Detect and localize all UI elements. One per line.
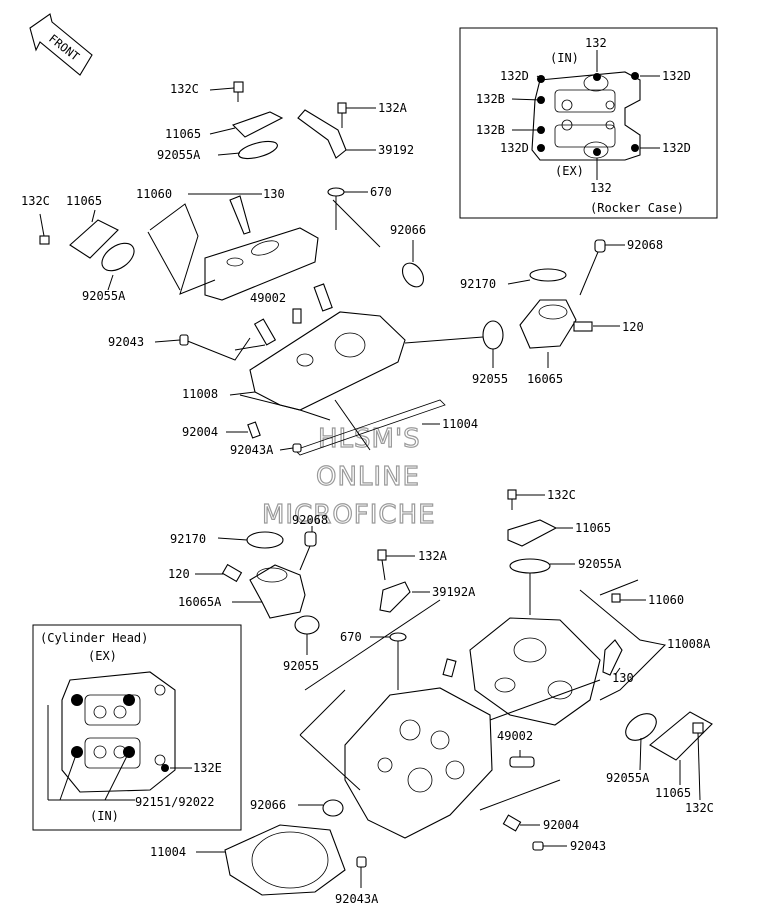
rear-head-assembly: 132C 11065 92055A 132A 39192 11060 130 6… — [21, 81, 663, 457]
rear-670: 670 — [370, 185, 392, 199]
rocker-132b-left-1: 132B — [476, 92, 505, 106]
front-92068: 92068 — [292, 513, 328, 527]
rear-92055: 92055 — [472, 372, 508, 386]
watermark: HLSM'S ONLINE MICROFICHE — [261, 423, 436, 530]
rear-92055a-top: 92055A — [157, 148, 201, 162]
front-11008a: 11008A — [667, 637, 711, 651]
rear-92055a-left: 92055A — [82, 289, 126, 303]
head-inset-ex: (EX) — [88, 649, 117, 663]
watermark-line2: ONLINE — [316, 462, 420, 492]
rear-11065-left: 11065 — [66, 194, 102, 208]
front-92055a-bot: 92055A — [606, 771, 650, 785]
head-inset-in: (IN) — [90, 809, 119, 823]
rear-11004: 11004 — [442, 417, 478, 431]
front-132c-top: 132C — [547, 488, 576, 502]
rear-130: 130 — [263, 187, 285, 201]
watermark-line3: MICROFICHE — [262, 500, 436, 530]
front-11065-top: 11065 — [575, 521, 611, 535]
rear-132a: 132A — [378, 101, 408, 115]
rear-39192: 39192 — [378, 143, 414, 157]
front-base-gasket-shape — [224, 824, 346, 896]
front-92043: 92043 — [570, 839, 606, 853]
rocker-132d-right-1: 132D — [662, 69, 691, 83]
front-rocker-case-shape — [469, 617, 601, 726]
rear-11065-top: 11065 — [165, 127, 201, 141]
front-49002: 49002 — [497, 729, 533, 743]
front-11060: 11060 — [648, 593, 684, 607]
head-inset-92151: 92151/92022 — [135, 795, 214, 809]
front-arrow-icon: FRONT — [29, 13, 93, 76]
rear-11060: 11060 — [136, 187, 172, 201]
front-cylinder-head-shape — [344, 687, 493, 839]
head-inset-title: (Cylinder Head) — [40, 631, 148, 645]
front-92043a: 92043A — [335, 892, 379, 906]
rocker-132d-right-2: 132D — [662, 141, 691, 155]
rocker-132d-left-1: 132D — [500, 69, 529, 83]
rocker-132b-left-2: 132B — [476, 123, 505, 137]
rocker-in-label: (IN) — [550, 51, 579, 65]
front-16065a: 16065A — [178, 595, 222, 609]
rocker-132-bottom: 132 — [590, 181, 612, 195]
front-39192a: 39192A — [432, 585, 476, 599]
rear-92066: 92066 — [390, 223, 426, 237]
front-head-assembly: 132C 11065 92170 92068 132A 92055A 120 3… — [150, 488, 714, 906]
rear-11008: 11008 — [182, 387, 218, 401]
rocker-132-top: 132 — [585, 36, 607, 50]
rear-92004: 92004 — [182, 425, 218, 439]
rear-132c-top: 132C — [170, 82, 199, 96]
rocker-ex-label: (EX) — [555, 164, 584, 178]
front-92170: 92170 — [170, 532, 206, 546]
front-92055a-top: 92055A — [578, 557, 622, 571]
front-92004: 92004 — [543, 818, 579, 832]
rear-92170: 92170 — [460, 277, 496, 291]
rear-132c-left: 132C — [21, 194, 50, 208]
front-132c-bot: 132C — [685, 801, 714, 815]
front-120: 120 — [168, 567, 190, 581]
rear-49002: 49002 — [250, 291, 286, 305]
front-92066: 92066 — [250, 798, 286, 812]
rear-120: 120 — [622, 320, 644, 334]
front-11004: 11004 — [150, 845, 186, 859]
rocker-case-shape — [531, 71, 641, 161]
front-670: 670 — [340, 630, 362, 644]
rocker-inset-title: (Rocker Case) — [590, 201, 684, 215]
front-92055: 92055 — [283, 659, 319, 673]
cylinder-head-inset: (Cylinder Head) (EX) 132E 92151/92022 (I… — [32, 624, 242, 831]
rear-92043a: 92043A — [230, 443, 274, 457]
watermark-line1: HLSM'S — [318, 424, 421, 454]
rear-92068: 92068 — [627, 238, 663, 252]
rear-rocker-case-shape — [204, 227, 319, 301]
head-inset-shape — [61, 671, 176, 793]
rear-16065: 16065 — [527, 372, 563, 386]
head-inset-132e: 132E — [193, 761, 222, 775]
front-130: 130 — [612, 671, 634, 685]
rocker-case-inset: 132 (IN) 132D 132B 132B 132D 132D 132D (… — [459, 27, 718, 219]
rocker-132d-left-2: 132D — [500, 141, 529, 155]
rear-cylinder-head-shape — [249, 311, 406, 411]
front-11065-bot: 11065 — [655, 786, 691, 800]
front-132a: 132A — [418, 549, 448, 563]
rear-92043: 92043 — [108, 335, 144, 349]
